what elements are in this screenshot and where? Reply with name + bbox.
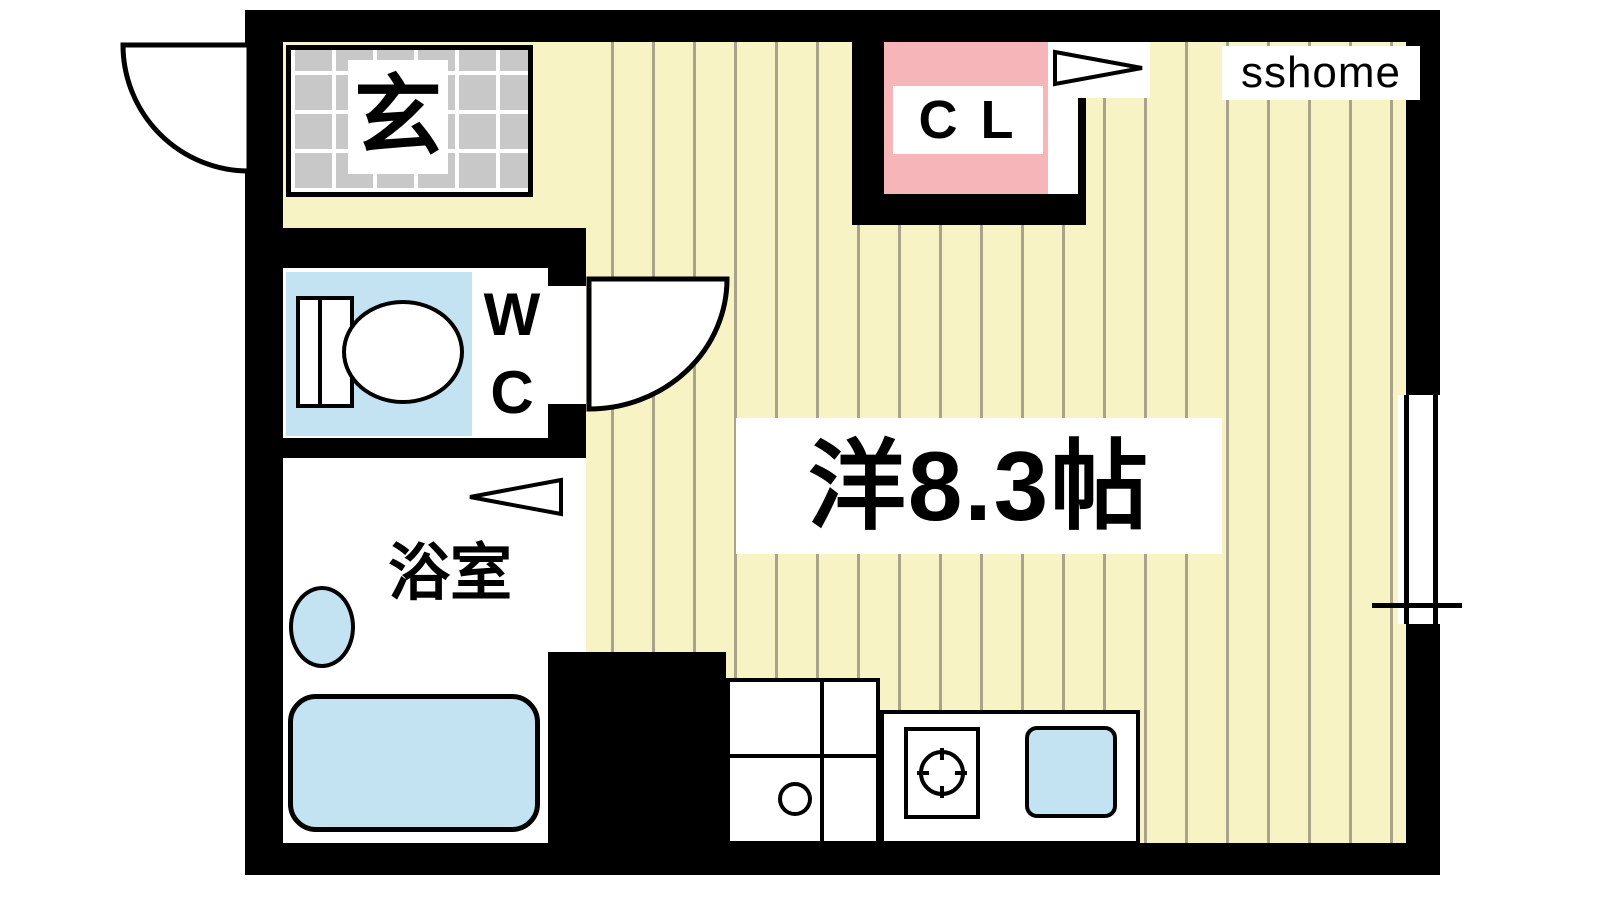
kitchen-island-drain <box>778 782 812 816</box>
wall-right-lower <box>1406 622 1440 875</box>
wc-label-line2: C <box>490 359 534 426</box>
wall-bottom <box>245 843 1440 875</box>
main-room-label: 洋8.3帖 <box>736 418 1222 554</box>
wc-label-line1: W <box>483 281 541 348</box>
toilet-tank-divider <box>318 298 322 406</box>
bathroom-door-arrow-icon <box>469 477 563 517</box>
wall-service-block <box>548 652 726 843</box>
window-glass-line-outer <box>1404 395 1409 624</box>
wc-doorway <box>548 286 586 404</box>
wc-door-arc-icon <box>586 276 730 412</box>
kitchen-sink <box>1025 726 1117 818</box>
bathroom-label: 浴室 <box>387 539 512 608</box>
stove-burner-icon <box>904 727 980 819</box>
kitchen-island-divider-v <box>820 680 824 843</box>
wall-entrance-bottom <box>245 228 586 268</box>
bathroom-sink <box>289 586 355 668</box>
wall-wc-right-top <box>548 268 586 286</box>
bathtub <box>288 694 540 832</box>
window-center-tick <box>1372 603 1462 608</box>
wall-top <box>245 10 1440 42</box>
kitchen-island-divider-h <box>728 754 878 758</box>
closet-door-arrow-icon <box>1053 49 1143 87</box>
window-glass-line-inner <box>1433 395 1438 624</box>
wall-wc-bath-divider <box>245 438 586 458</box>
watermark: sshome <box>1222 46 1420 100</box>
entrance-door-arc-icon <box>120 42 252 174</box>
entrance-label: 玄 <box>348 60 448 174</box>
kitchen-island <box>726 678 880 845</box>
toilet-bowl <box>342 300 464 404</box>
closet-label: C L <box>893 86 1043 154</box>
